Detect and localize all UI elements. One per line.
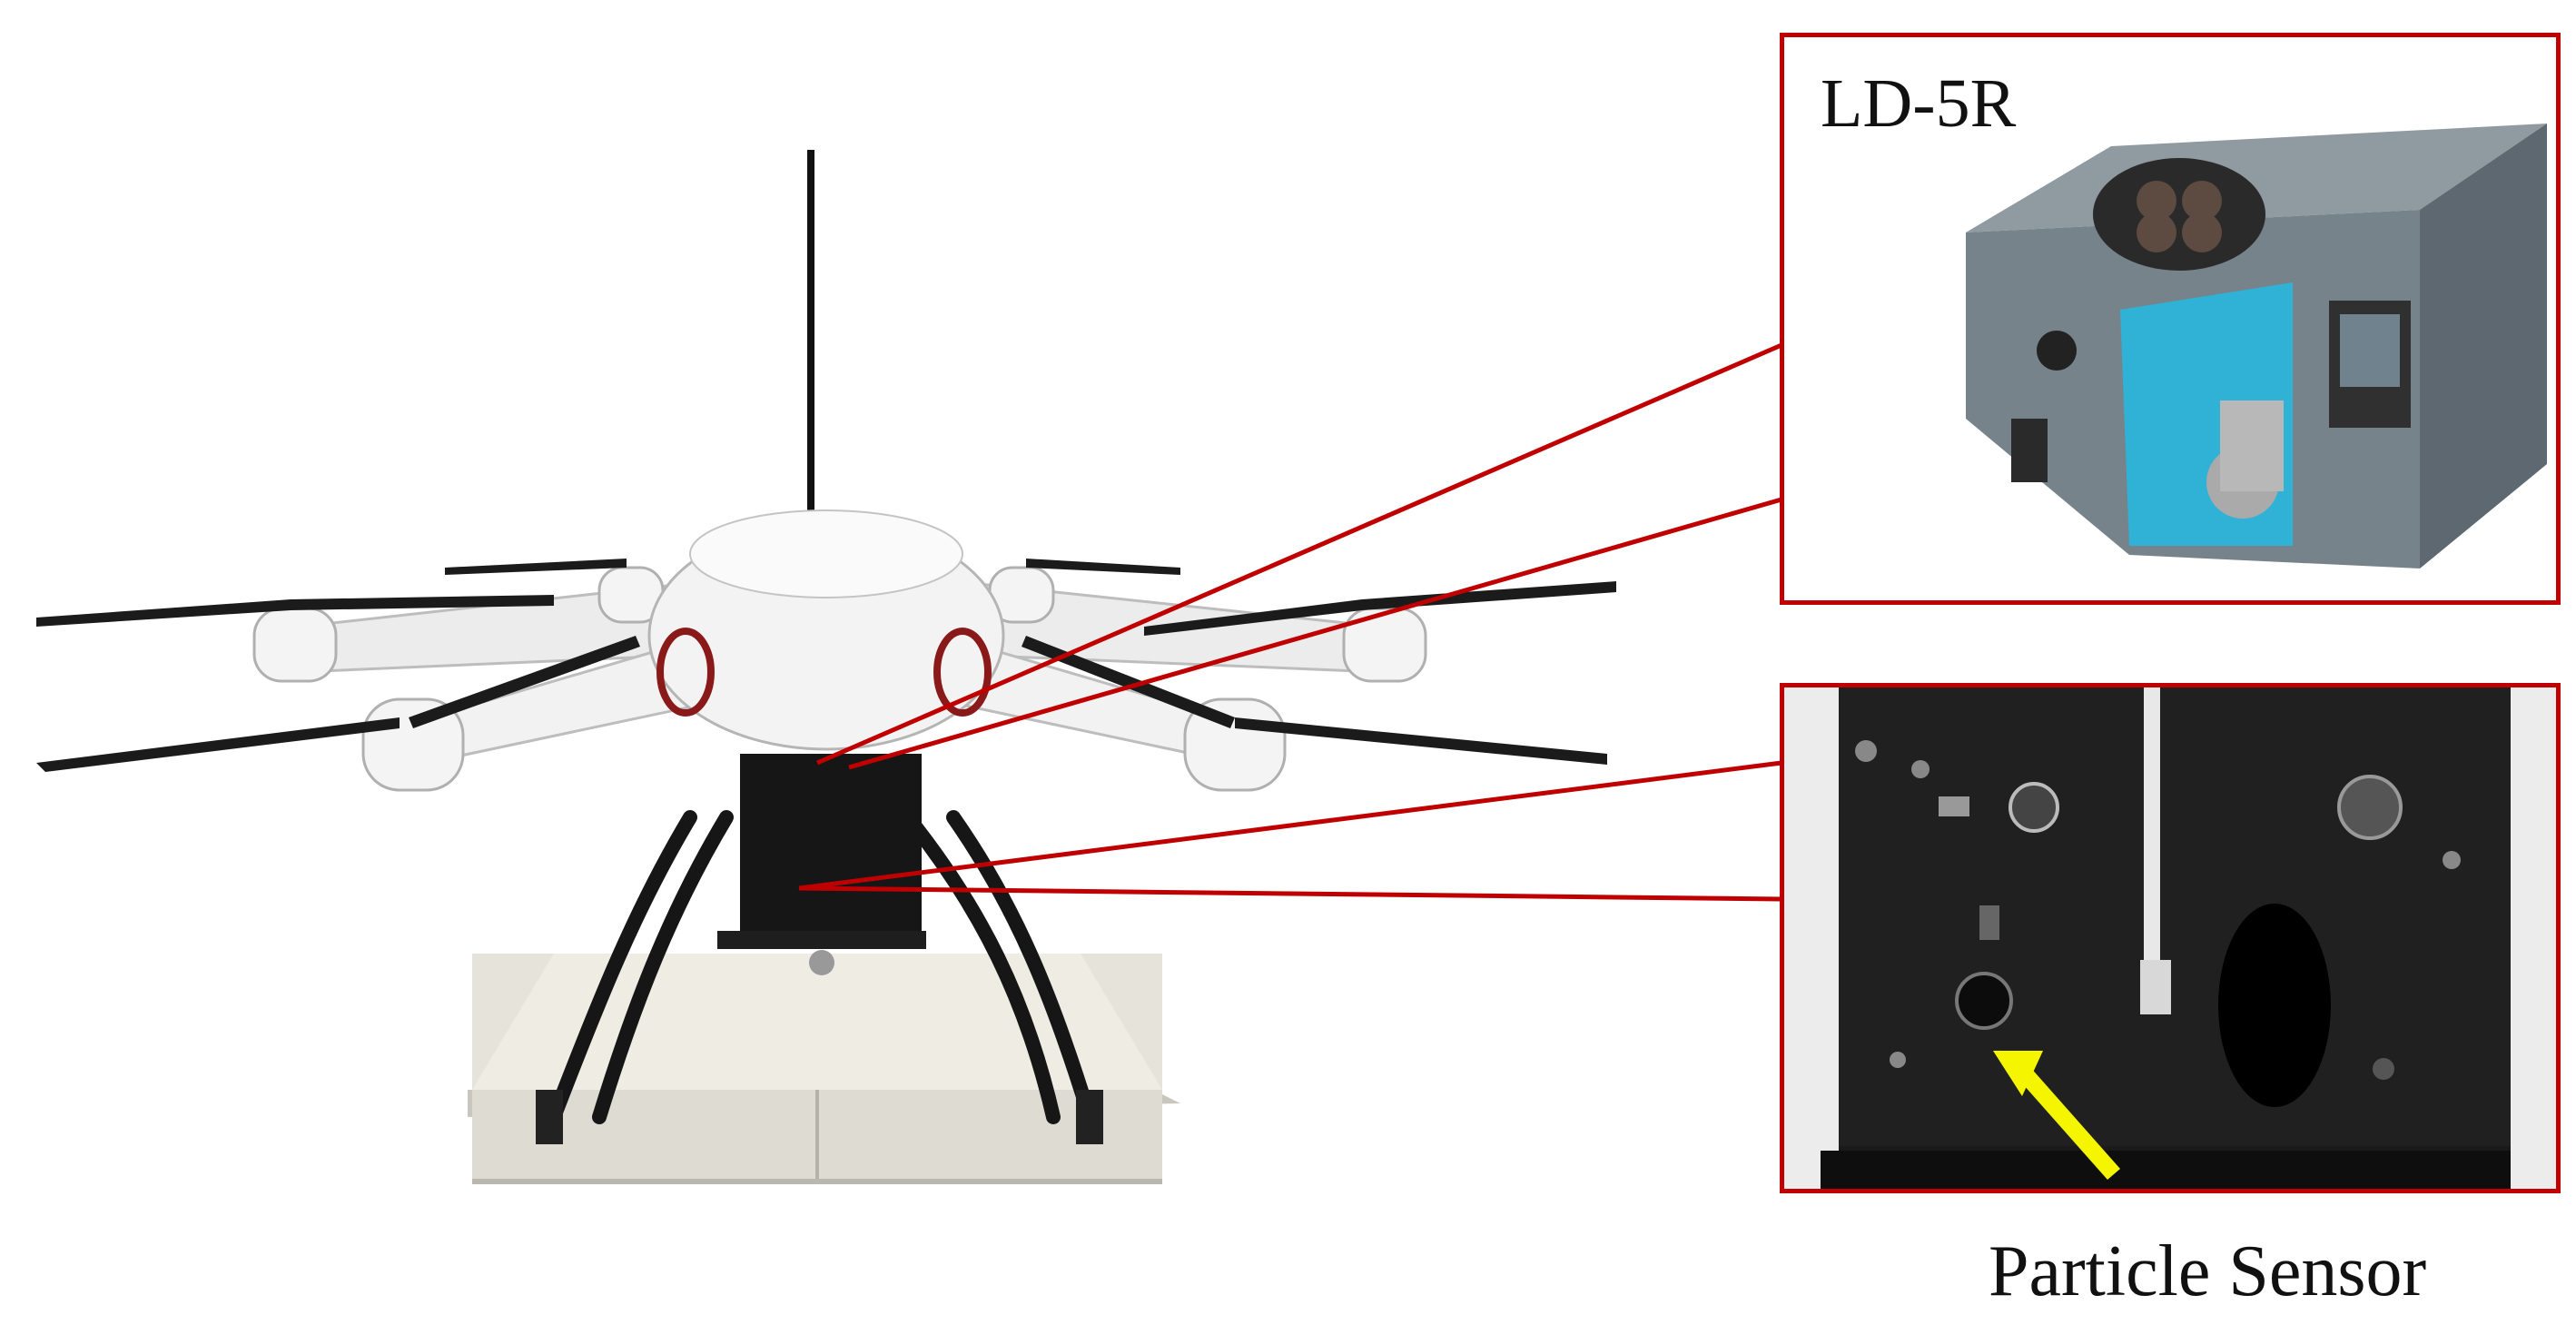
ld5r-inset-panel: LD-5R	[1780, 33, 2561, 605]
callout-lines	[798, 342, 1782, 902]
ld5r-device-photo	[1966, 124, 2547, 569]
foot-left	[536, 1090, 563, 1144]
foot-right	[1076, 1090, 1103, 1144]
ld5r-label: LD-5R	[1821, 65, 2017, 142]
propellers	[36, 559, 1616, 772]
sensor-board-photo	[1784, 687, 2556, 1189]
payload-box	[717, 754, 926, 975]
particle-sensor-inset-panel	[1780, 683, 2561, 1193]
landing-legs	[547, 810, 1097, 1124]
drone-body	[647, 509, 1005, 751]
particle-sensor-caption: Particle Sensor	[1989, 1231, 2427, 1311]
